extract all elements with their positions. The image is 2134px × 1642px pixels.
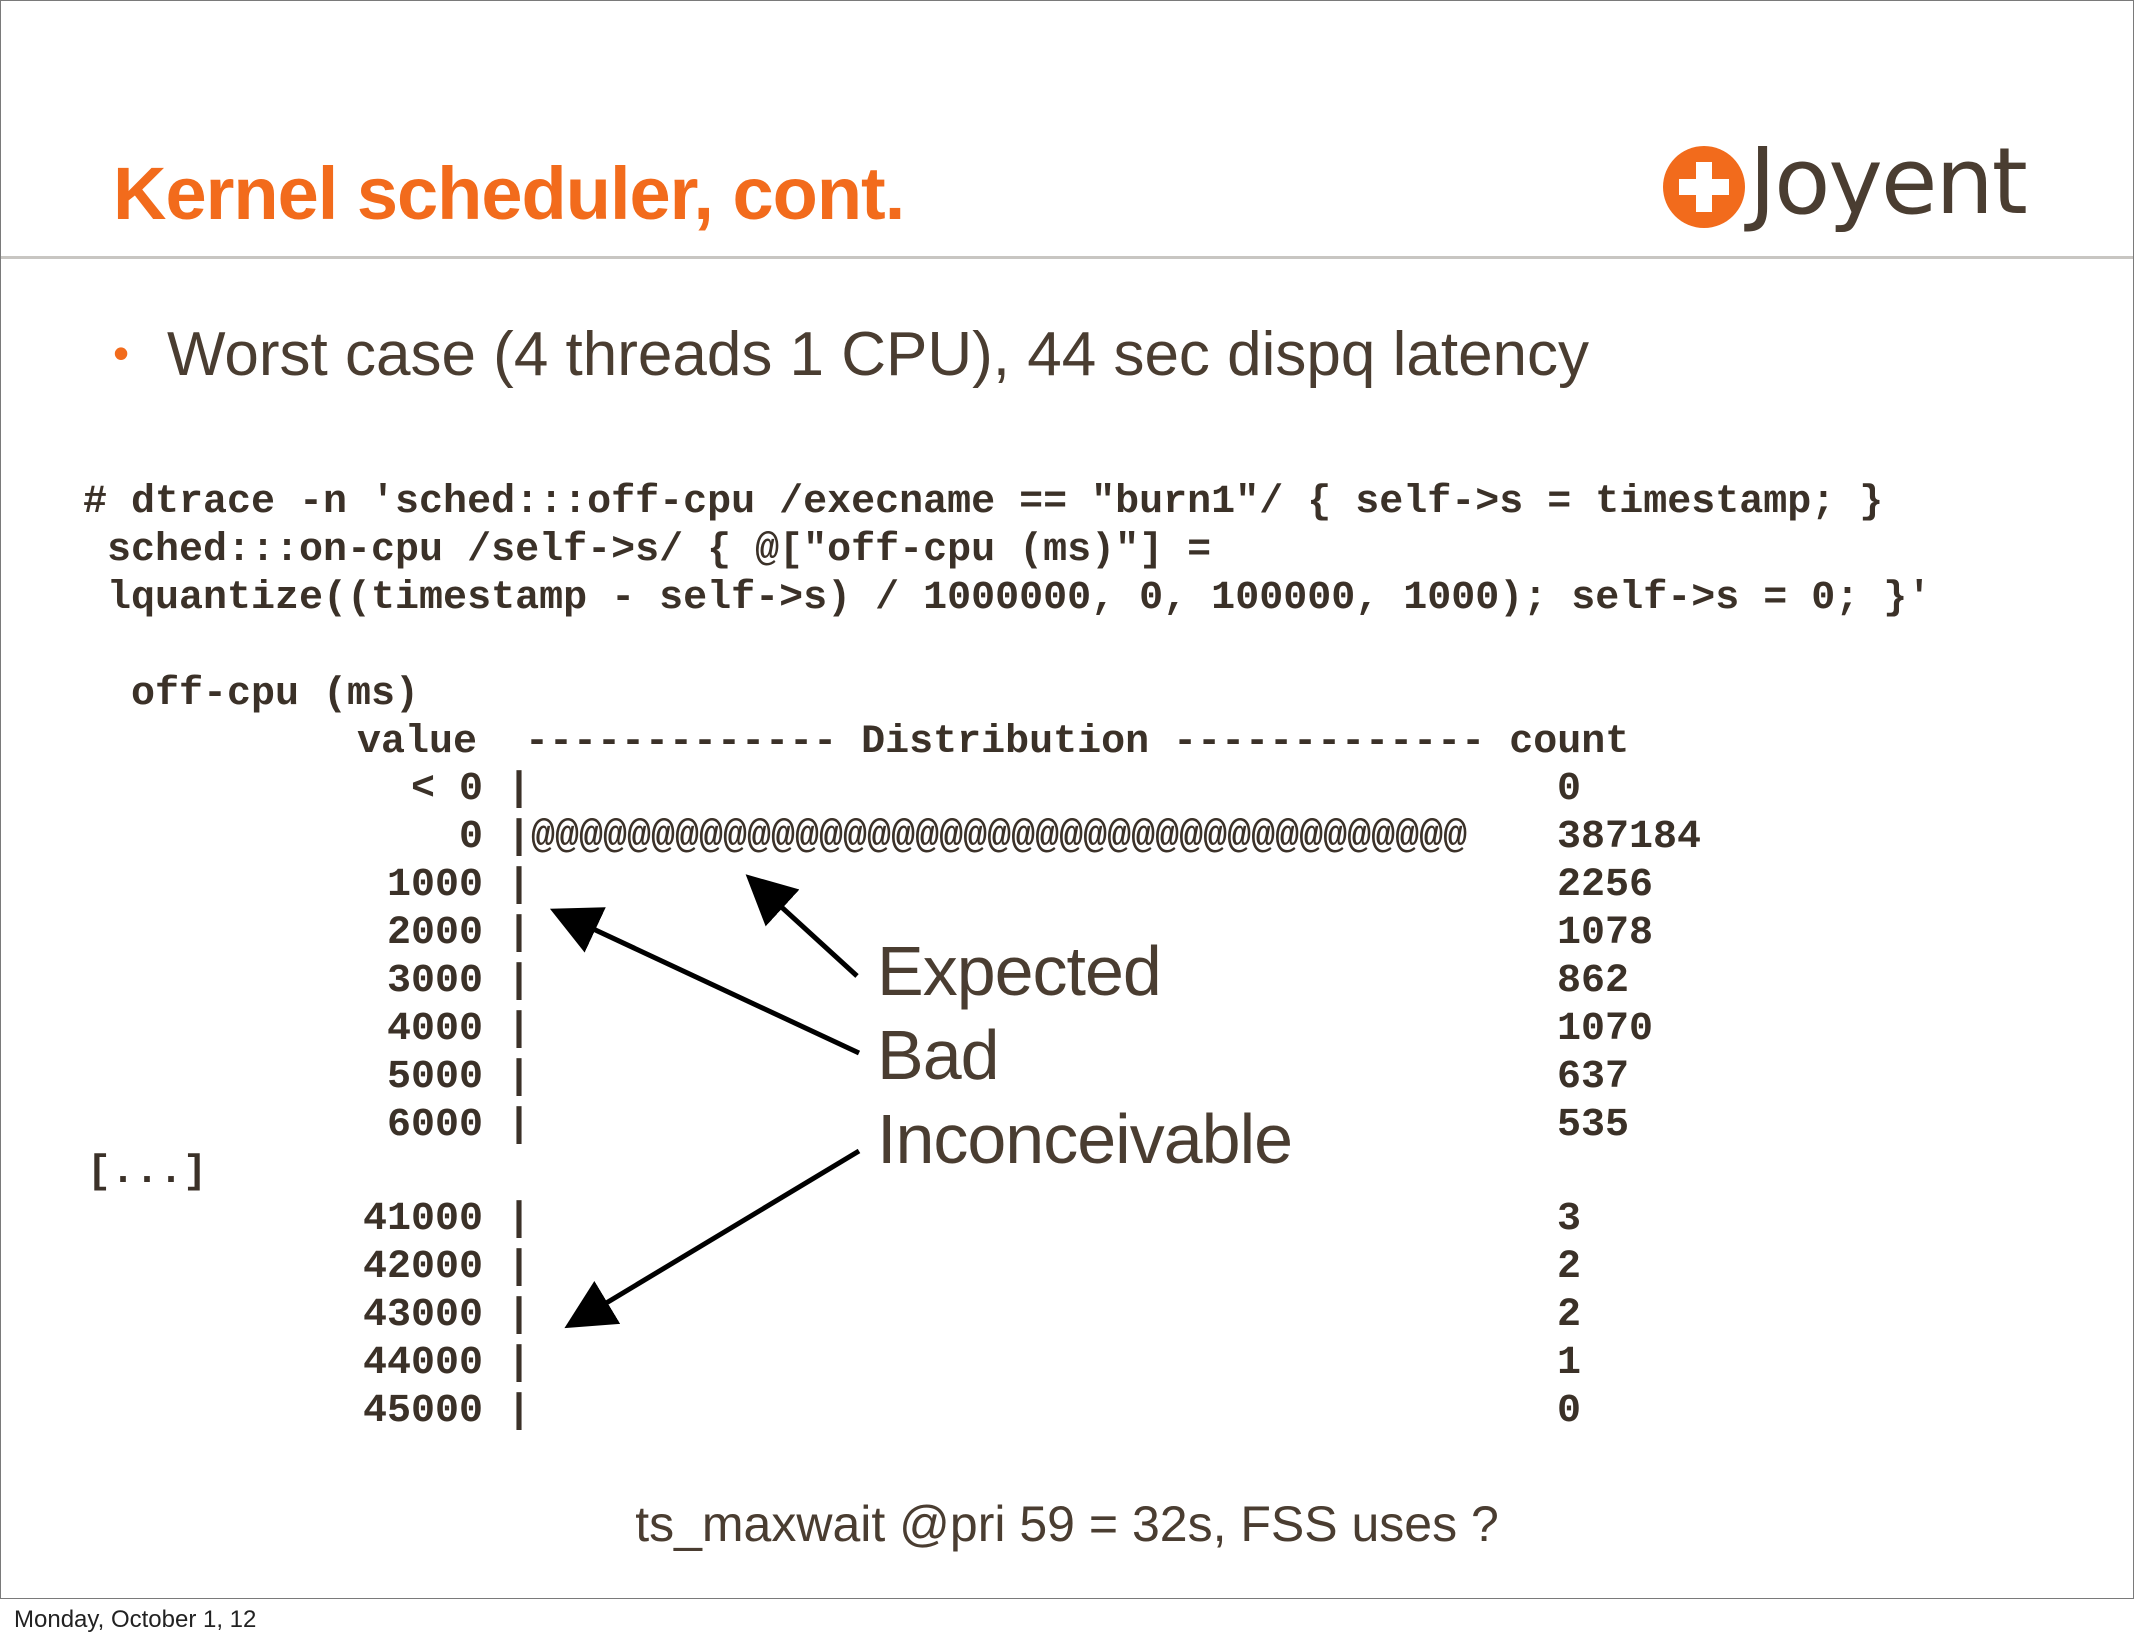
row-count: 0 xyxy=(1557,767,1582,812)
table-header: value ------------- Distribution -------… xyxy=(357,720,1630,765)
bullet-text: Worst case (4 threads 1 CPU), 44 sec dis… xyxy=(167,320,1590,389)
row-count: 0 xyxy=(1557,1389,1582,1434)
row-value: 41000 xyxy=(362,1197,483,1242)
row-count: 1078 xyxy=(1557,911,1654,956)
title-divider xyxy=(1,256,2133,259)
row-bar: | xyxy=(507,1245,532,1290)
row-value: 5000 xyxy=(386,1055,483,1100)
row-count: 2256 xyxy=(1557,863,1654,908)
row-value: < 0 xyxy=(410,767,483,812)
row-count: 1070 xyxy=(1557,1007,1654,1052)
row-count: 2 xyxy=(1557,1293,1582,1338)
row-value: 42000 xyxy=(362,1245,483,1290)
row-bar: |@@@@@@@@@@@@@@@@@@@@@@@@@@@@@@@@@@@@@@@ xyxy=(507,815,1468,860)
bullet-dot-icon: • xyxy=(113,327,130,379)
row-bar: | xyxy=(507,1293,532,1338)
annotation-inconceivable: Inconceivable xyxy=(877,1100,1293,1178)
row-value: 0 xyxy=(458,815,483,860)
footer-note: ts_maxwait @pri 59 = 32s, FSS uses ? xyxy=(635,1496,1499,1552)
arrow-inconceivable xyxy=(564,1148,861,1329)
row-value: 44000 xyxy=(362,1341,483,1386)
row-bar: | xyxy=(507,1103,532,1148)
annotation-arrows xyxy=(549,874,861,1329)
row-bar: | xyxy=(507,959,532,1004)
row-bar: | xyxy=(507,767,532,812)
row-value: 6000 xyxy=(386,1103,483,1148)
row-count: 535 xyxy=(1557,1103,1630,1148)
row-bar: | xyxy=(507,1007,532,1052)
row-count: 637 xyxy=(1557,1055,1630,1100)
row-bar: | xyxy=(507,1341,532,1386)
annotation-expected: Expected xyxy=(877,932,1162,1010)
ellipsis: [...] xyxy=(87,1150,208,1195)
arrow-bad xyxy=(549,907,861,1056)
annotation-bad: Bad xyxy=(877,1016,1000,1094)
row-bar: | xyxy=(507,863,532,908)
row-count: 1 xyxy=(1557,1341,1582,1386)
row-count: 862 xyxy=(1557,959,1630,1004)
row-bar: | xyxy=(507,1389,532,1434)
dtrace-command: # dtrace -n 'sched:::off-cpu /execname =… xyxy=(83,480,1932,621)
slide-title: Kernel scheduler, cont. xyxy=(113,152,905,235)
joyent-logo: Joyent xyxy=(1663,128,2033,256)
row-value: 43000 xyxy=(362,1293,483,1338)
row-value: 45000 xyxy=(362,1389,483,1434)
row-bar: | xyxy=(507,1197,532,1242)
slide: Kernel scheduler, cont. Joyent • Worst ca… xyxy=(0,0,2134,1599)
print-date: Monday, October 1, 12 xyxy=(14,1606,257,1633)
row-value: 3000 xyxy=(386,959,483,1004)
row-count: 3 xyxy=(1557,1197,1582,1242)
plus-icon xyxy=(1663,146,1745,228)
row-value: 1000 xyxy=(386,863,483,908)
arrow-expected xyxy=(745,874,859,978)
row-value: 4000 xyxy=(386,1007,483,1052)
table-label: off-cpu (ms) xyxy=(131,672,420,717)
logo-text: Joyent xyxy=(1749,128,2028,235)
row-bar: | xyxy=(507,1055,532,1100)
row-bar: | xyxy=(507,911,532,956)
row-count: 387184 xyxy=(1557,815,1702,860)
bullet-point: • Worst case (4 threads 1 CPU), 44 sec di… xyxy=(113,319,1589,390)
row-count: 2 xyxy=(1557,1245,1582,1290)
row-value: 2000 xyxy=(386,911,483,956)
